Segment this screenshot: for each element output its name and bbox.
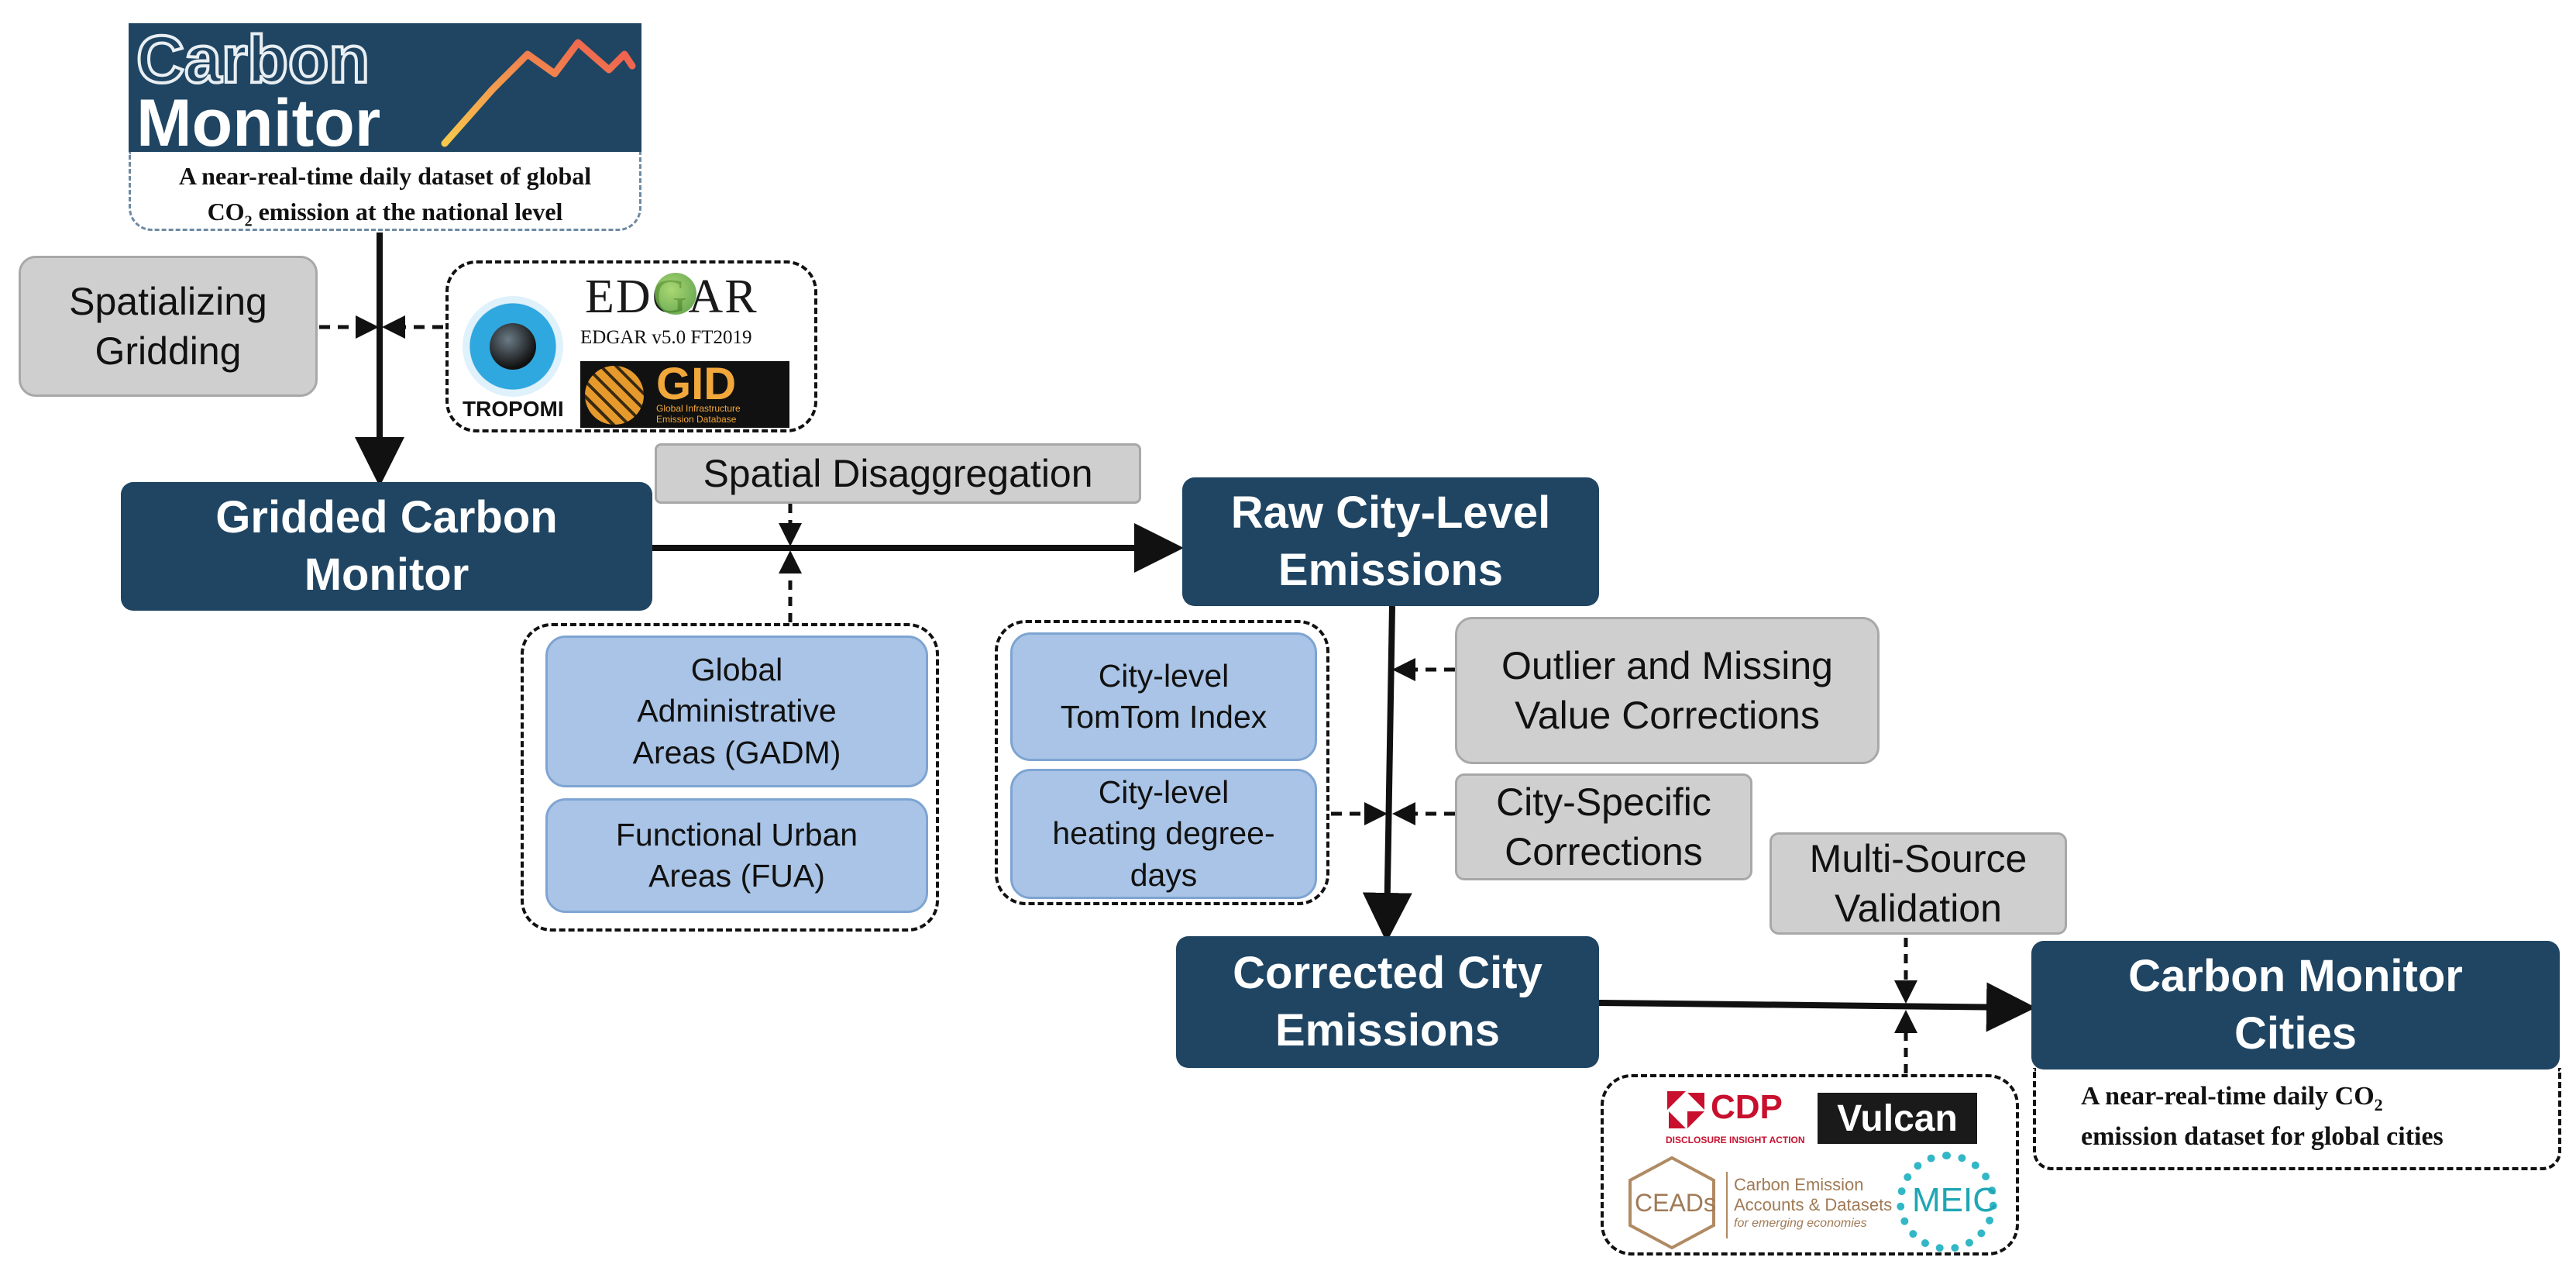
ceads-title-line1: Carbon Emission — [1734, 1175, 1864, 1194]
spatializing-line2: Gridding — [95, 329, 242, 373]
cdp-mark-icon — [1667, 1091, 1704, 1128]
gid-globe-icon — [585, 366, 644, 425]
corrected-line2: Emissions — [1274, 1005, 1501, 1056]
meic-dotted-ring-icon — [1897, 1152, 1997, 1252]
heating-degree-days-input: City-level heating degree-days — [1010, 769, 1317, 899]
spatializing-line1: Spatializing — [69, 280, 267, 323]
ceads-divider — [1726, 1172, 1728, 1238]
gadm-line1: Global — [690, 652, 783, 688]
national-dataset-description: A near-real-time daily dataset of global… — [129, 152, 641, 231]
cities-line2: Cities — [2234, 1008, 2357, 1059]
tomtom-line2: TomTom Index — [1060, 699, 1267, 735]
city-specific-line2: Corrections — [1505, 830, 1703, 873]
multi-source-line1: Multi-Source — [1809, 837, 2027, 880]
gid-subtitle-line2: Emission Database — [656, 414, 737, 425]
meic-logo: MEIC — [1912, 1181, 1997, 1219]
fua-line1: Functional Urban — [615, 816, 858, 852]
outlier-line1: Outlier and Missing — [1501, 644, 1833, 687]
raw-line1: Raw City-Level — [1230, 487, 1551, 538]
carbon-monitor-logo: Carbon Monitor — [129, 22, 641, 160]
hdd-line3: days — [1130, 856, 1198, 893]
national-description-line1: A near-real-time daily dataset of global — [178, 162, 592, 190]
gid-wordmark: GID — [656, 359, 737, 409]
gridded-line2: Monitor — [304, 549, 469, 600]
ceads-hexagon-icon — [1628, 1156, 1715, 1250]
cdp-logo: CDP — [1711, 1088, 1783, 1126]
spatial-disaggregation-step: Spatial Disaggregation — [655, 443, 1141, 504]
vulcan-logo: Vulcan — [1818, 1093, 1977, 1144]
logo-word-carbon: Carbon — [135, 22, 371, 98]
national-description-line2: CO2 emission at the national level — [207, 198, 563, 230]
ceads-logo: CEADs — [1635, 1189, 1716, 1217]
fua-line2: Areas (FUA) — [648, 858, 825, 894]
cdp-tagline: DISCLOSURE INSIGHT ACTION — [1666, 1135, 1805, 1145]
spatial-disaggregation-label: Spatial Disaggregation — [703, 452, 1093, 495]
edgar-globe-icon — [655, 273, 696, 315]
ceads-title-line2: Accounts & Datasets — [1734, 1195, 1893, 1214]
hdd-line1: City-level — [1098, 774, 1230, 811]
cities-dataset-description: A near-real-time daily CO2 emission data… — [2033, 1068, 2561, 1170]
gadm-line2: Administrative — [637, 693, 837, 729]
tomtom-line1: City-level — [1098, 657, 1230, 694]
ceads-subtitle: for emerging economies — [1734, 1217, 1867, 1230]
cities-line1: Carbon Monitor — [2128, 950, 2463, 1001]
cities-description-line1: A near-real-time daily CO2 — [2081, 1082, 2383, 1114]
outlier-line2: Value Corrections — [1515, 694, 1820, 737]
cities-description-line2: emission dataset for global cities — [2081, 1121, 2444, 1151]
gridded-line1: Gridded Carbon — [215, 491, 558, 542]
tropomi-label: TROPOMI — [463, 397, 564, 421]
trend-line-icon — [441, 39, 636, 147]
hdd-line2: heating degree- — [1052, 815, 1275, 852]
edgar-caption: EDGAR v5.0 FT2019 — [580, 327, 752, 348]
logo-word-monitor: Monitor — [136, 86, 381, 160]
tropomi-eye-icon — [463, 296, 563, 397]
flow-arrow-raw-to-corrected — [1362, 605, 1412, 942]
gridding-sources-group: EDGAR EDGAR v5.0 FT2019 TROPOMI GID Glob… — [445, 260, 817, 432]
raw-line2: Emissions — [1278, 545, 1504, 595]
gid-subtitle-line1: Global Infrastructure — [656, 403, 741, 414]
city-specific-line1: City-Specific — [1496, 780, 1711, 824]
validation-sources-group: CDP DISCLOSURE INSIGHT ACTION Vulcan CEA… — [1601, 1074, 2019, 1256]
multi-source-line2: Validation — [1835, 887, 2002, 930]
flow-arrow-corrected-to-cities — [1598, 982, 2036, 1032]
corrected-line1: Corrected City — [1233, 947, 1543, 998]
gadm-line3: Areas (GADM) — [632, 734, 841, 770]
gid-logo: GID Global Infrastructure Emission Datab… — [580, 359, 789, 428]
